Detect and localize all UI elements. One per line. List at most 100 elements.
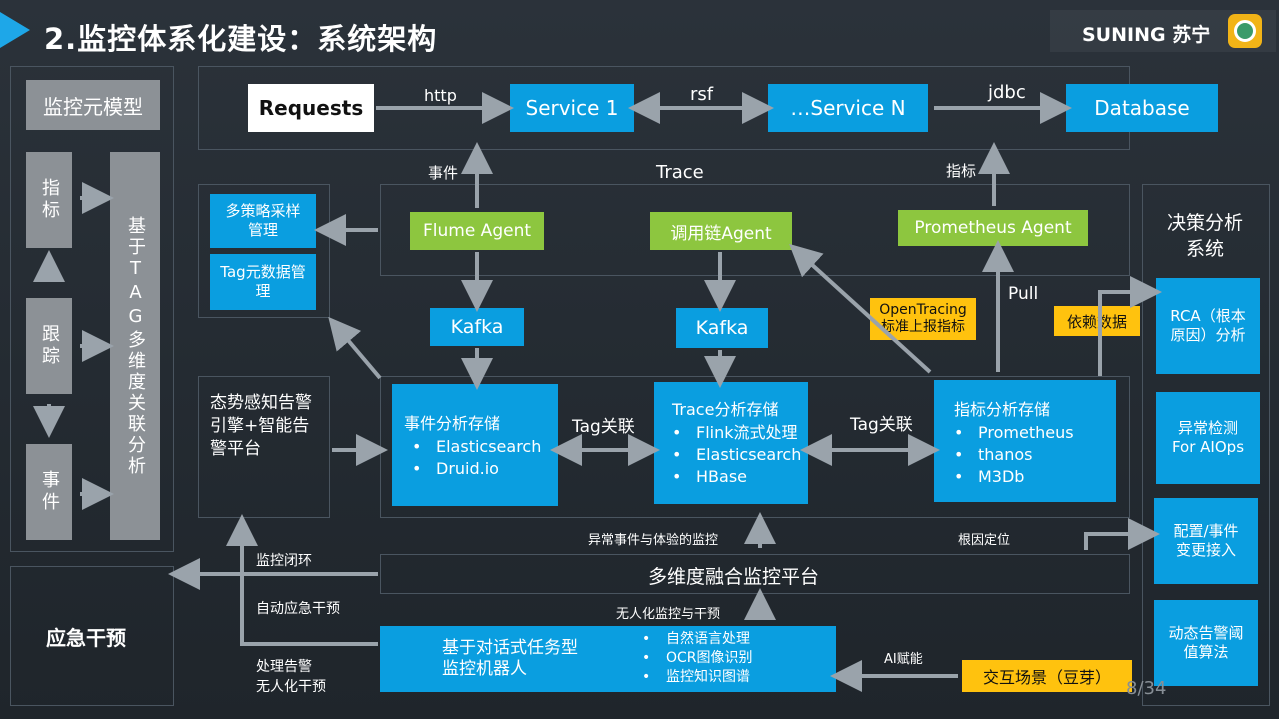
mgmt-frame bbox=[198, 184, 330, 318]
decision-title: 决策分析系统 bbox=[1166, 212, 1243, 260]
trace-storage-title: Trace分析存储 bbox=[672, 400, 779, 419]
event-storage-item: Druid.io bbox=[400, 458, 550, 480]
config-box: 配置/事件变更接入 bbox=[1154, 498, 1258, 584]
database-box: Database bbox=[1066, 84, 1218, 132]
jdbc-label: jdbc bbox=[988, 82, 1026, 103]
metric-storage-title: 指标分析存储 bbox=[954, 400, 1051, 419]
left-model-frame bbox=[10, 66, 174, 552]
tag-link-label-2: Tag关联 bbox=[850, 415, 913, 435]
trace-storage-item: Flink流式处理 bbox=[660, 422, 802, 444]
kafka-box-1: Kafka bbox=[430, 308, 524, 346]
service1-label: Service 1 bbox=[525, 96, 619, 120]
tag-meta-label: Tag元数据管理 bbox=[220, 263, 306, 300]
requests-label: Requests bbox=[258, 96, 364, 120]
robot-label: 基于对话式任务型监控机器人 bbox=[442, 638, 578, 679]
robot-item: OCR图像识别 bbox=[630, 649, 753, 668]
trace-label: Trace bbox=[656, 162, 704, 183]
robot-item: 自然语言处理 bbox=[630, 630, 753, 649]
prometheus-agent-label: Prometheus Agent bbox=[914, 218, 1072, 238]
ai-enable-label: AI赋能 bbox=[884, 652, 923, 667]
auto-intervene-label: 自动应急干预 bbox=[256, 601, 340, 617]
robot-list: 自然语言处理 OCR图像识别 监控知识图谱 bbox=[630, 630, 753, 687]
model-title: 监控元模型 bbox=[26, 80, 160, 130]
threshold-box: 动态告警阈值算法 bbox=[1154, 600, 1258, 686]
kafka-label-2: Kafka bbox=[695, 317, 749, 339]
metric-storage-list: Prometheus thanos M3Db bbox=[942, 422, 1108, 488]
service1-box: Service 1 bbox=[510, 84, 634, 132]
anomaly-box: 异常检测 For AIOps bbox=[1156, 392, 1260, 484]
tag-link-label-1: Tag关联 bbox=[572, 417, 635, 437]
metric-storage-item: thanos bbox=[942, 444, 1108, 466]
threshold-label: 动态告警阈值算法 bbox=[1168, 624, 1244, 661]
strategy-box: 多策略采样管理 bbox=[210, 194, 316, 248]
requests-box: Requests bbox=[248, 84, 374, 132]
metric-storage-box: 指标分析存储 Prometheus thanos M3Db bbox=[934, 380, 1116, 502]
closed-loop-label: 监控闭环 bbox=[256, 553, 312, 569]
event-storage-list: Elasticsearch Druid.io bbox=[400, 436, 550, 480]
flume-agent-box: Flume Agent bbox=[410, 212, 544, 250]
abnormal-label: 异常事件与体验的监控 bbox=[588, 533, 719, 548]
rsf-label: rsf bbox=[690, 84, 714, 105]
page-number: 8/34 bbox=[1126, 678, 1167, 699]
emergency-label: 应急干预 bbox=[46, 626, 126, 650]
dependency-label: 依赖数据 bbox=[1066, 312, 1127, 331]
metric-label: 指标 bbox=[946, 162, 977, 180]
rca-box: RCA（根本原因）分析 bbox=[1156, 278, 1260, 374]
tag-analysis-label: 基于TAG多维度关联分析 bbox=[125, 215, 146, 477]
kafka-box-2: Kafka bbox=[676, 308, 768, 348]
dependency-box: 依赖数据 bbox=[1054, 306, 1140, 336]
event-storage-item: Elasticsearch bbox=[400, 436, 550, 458]
prometheus-agent-box: Prometheus Agent bbox=[898, 210, 1088, 246]
platform-label: 多维度融合监控平台 bbox=[648, 566, 820, 588]
emergency-frame bbox=[10, 566, 174, 706]
robot-box: 基于对话式任务型监控机器人 自然语言处理 OCR图像识别 监控知识图谱 bbox=[380, 626, 836, 692]
model-item-trace-label: 跟踪 bbox=[39, 324, 60, 368]
trace-storage-list: Flink流式处理 Elasticsearch HBase bbox=[660, 422, 802, 488]
tag-analysis-box: 基于TAG多维度关联分析 bbox=[110, 152, 160, 540]
trace-storage-item: Elasticsearch bbox=[660, 444, 802, 466]
model-item-event-label: 事件 bbox=[39, 470, 60, 514]
trace-storage-item: HBase bbox=[660, 466, 802, 488]
robot-item: 监控知识图谱 bbox=[630, 668, 753, 687]
http-label: http bbox=[424, 86, 457, 105]
serviceN-box: …Service N bbox=[768, 84, 928, 132]
alert-frame bbox=[198, 376, 330, 518]
alert-platform-label: 态势感知告警引擎+智能告警平台 bbox=[210, 393, 312, 459]
unmanned-intervene-label: 无人化干预 bbox=[256, 679, 326, 695]
serviceN-label: …Service N bbox=[790, 96, 906, 120]
metric-storage-item: M3Db bbox=[942, 466, 1108, 488]
trace-agent-box: 调用链Agent bbox=[650, 212, 792, 250]
model-item-event: 事件 bbox=[26, 444, 72, 540]
interaction-box: 交互场景（豆芽） bbox=[962, 660, 1132, 692]
pull-label: Pull bbox=[1008, 284, 1039, 304]
anomaly-label: 异常检测 For AIOps bbox=[1171, 419, 1245, 456]
interaction-label: 交互场景（豆芽） bbox=[982, 668, 1111, 687]
brand-logo-icon bbox=[1228, 14, 1262, 48]
model-item-metric-label: 指标 bbox=[39, 178, 60, 222]
brand-logo-text: SUNING 苏宁 bbox=[1082, 24, 1211, 46]
page-title: 2.监控体系化建设：系统架构 bbox=[44, 22, 438, 56]
opentracing-box: OpenTracing标准上报指标 bbox=[870, 298, 976, 340]
database-label: Database bbox=[1094, 96, 1190, 120]
agents-frame bbox=[380, 184, 1130, 276]
strategy-label: 多策略采样管理 bbox=[225, 202, 301, 239]
event-storage-box: 事件分析存储 Elasticsearch Druid.io bbox=[392, 384, 558, 506]
opentracing-label: OpenTracing标准上报指标 bbox=[879, 302, 967, 335]
tag-meta-box: Tag元数据管理 bbox=[210, 254, 316, 310]
arrow-closed-loop bbox=[226, 514, 378, 646]
arrow-storage-mgmt bbox=[328, 316, 382, 380]
event-storage-title: 事件分析存储 bbox=[404, 414, 501, 433]
header-arrow-icon bbox=[0, 12, 30, 48]
root-cause-label: 根因定位 bbox=[958, 533, 1011, 548]
handle-alert-label: 处理告警 bbox=[256, 659, 312, 675]
decision-frame bbox=[1142, 184, 1270, 706]
rca-label: RCA（根本原因）分析 bbox=[1170, 307, 1246, 344]
model-item-trace: 跟踪 bbox=[26, 298, 72, 394]
unmanned-monitor-label: 无人化监控与干预 bbox=[616, 607, 721, 622]
arrow-root-cause bbox=[1084, 518, 1160, 550]
model-item-metric: 指标 bbox=[26, 152, 72, 248]
flume-agent-label: Flume Agent bbox=[422, 221, 532, 241]
metric-storage-item: Prometheus bbox=[942, 422, 1108, 444]
trace-agent-label: 调用链Agent bbox=[670, 223, 772, 244]
kafka-label-1: Kafka bbox=[450, 316, 504, 338]
